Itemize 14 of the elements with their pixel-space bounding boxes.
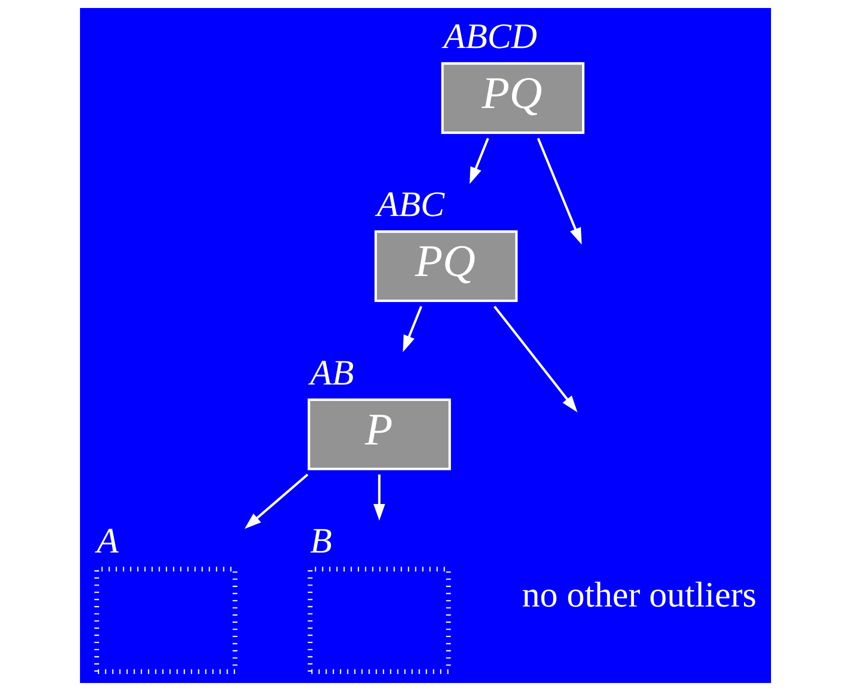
arrow (493, 306, 577, 412)
arrow (402, 306, 422, 352)
arrow (372, 474, 385, 521)
label: no other outliers (522, 574, 756, 615)
node-box (94, 566, 237, 674)
node-label: AB (310, 352, 354, 392)
arrow (469, 138, 489, 184)
node-label: B (310, 520, 332, 560)
node-box (307, 566, 450, 674)
node-label: A (96, 520, 118, 560)
arrow (244, 474, 308, 529)
arrow (536, 138, 582, 245)
node-label: ABC (376, 184, 444, 224)
node-label: ABCD (443, 16, 537, 56)
